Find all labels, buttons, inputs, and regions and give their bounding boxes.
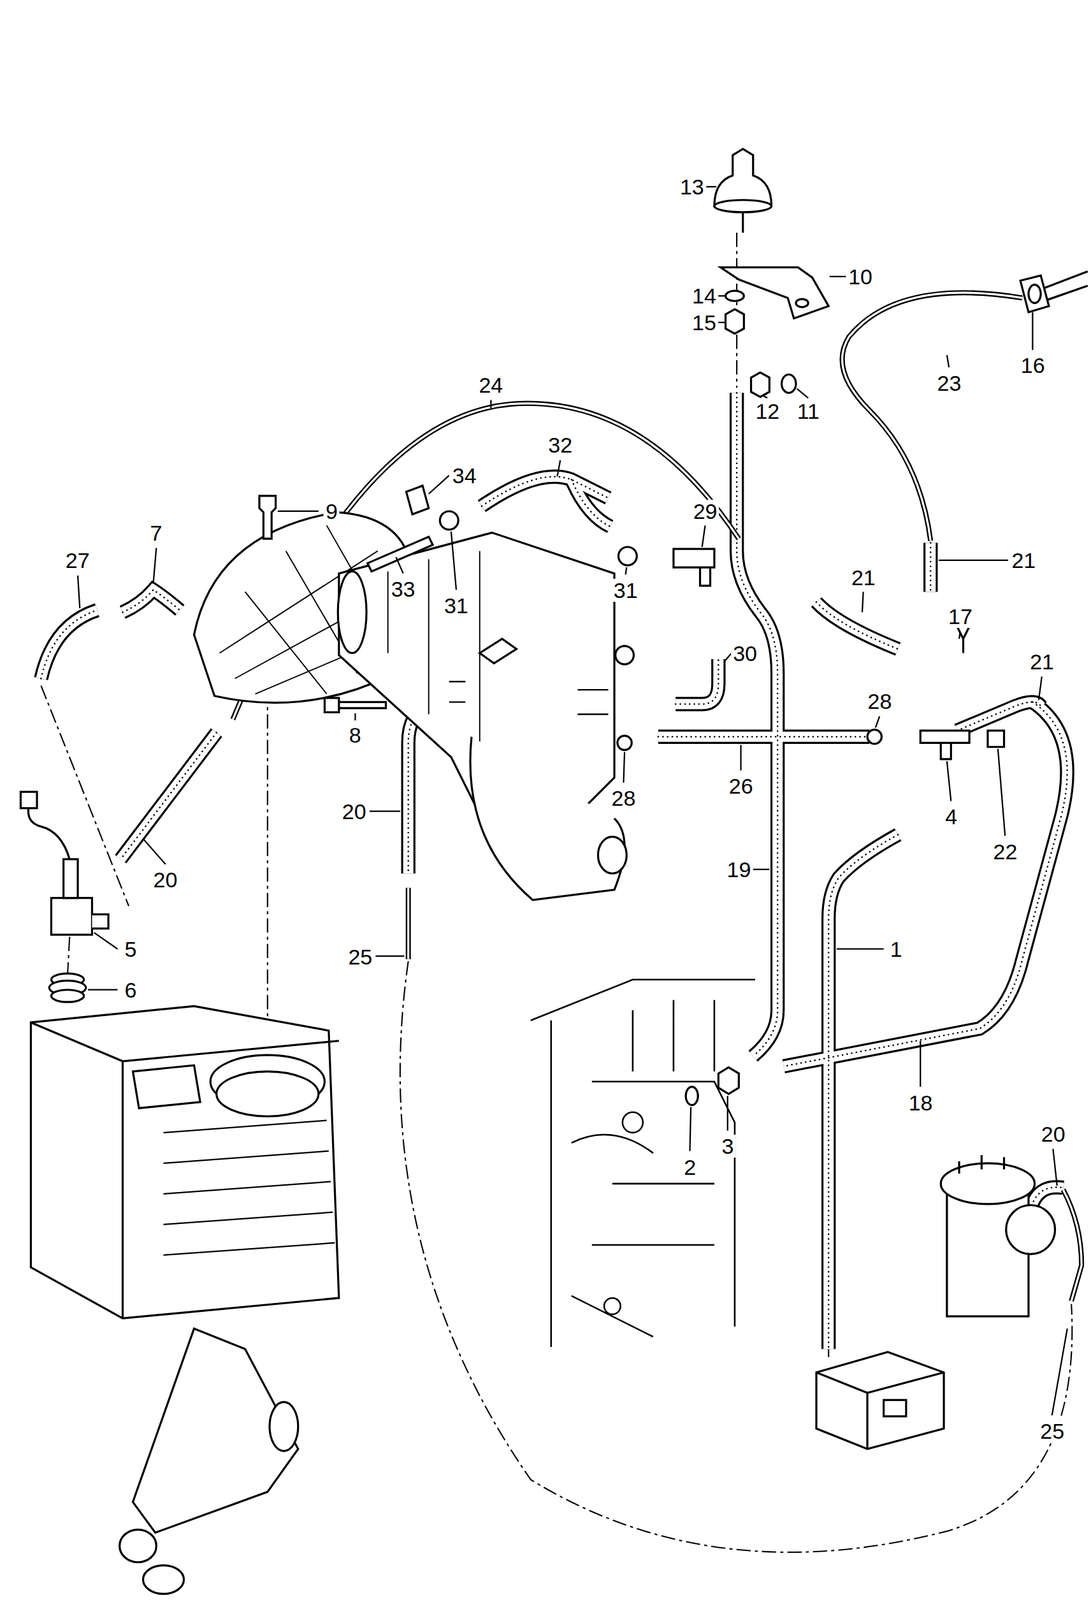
callout-number: 20 (151, 867, 180, 891)
callout-number: 21 (1027, 650, 1056, 673)
callout-number: 11 (795, 399, 822, 423)
callout-number: 23 (934, 371, 963, 395)
callout-number: 26 (727, 774, 756, 798)
callout-number: 29 (691, 499, 720, 523)
pump (816, 1351, 944, 1449)
callout-number: 8 (347, 723, 364, 747)
callout-number: 10 (846, 265, 875, 289)
capsule-13 (714, 149, 772, 233)
callout-number: 20 (1039, 1122, 1068, 1146)
callout-number: 28 (866, 689, 895, 713)
callout-number: 5 (122, 937, 139, 961)
bracket-10 (720, 267, 830, 397)
callout-number: 33 (389, 577, 418, 601)
intake-assembly (194, 512, 628, 900)
callout-number: 24 (476, 373, 505, 397)
leader-dashdot (40, 232, 1072, 1552)
callout-number: 22 (991, 839, 1020, 863)
callout-number: 27 (63, 548, 92, 572)
callout-number: 3 (719, 1134, 736, 1158)
callout-number: 12 (753, 399, 782, 423)
callout-number: 1 (888, 937, 905, 961)
callout-number: 25 (1038, 1419, 1067, 1443)
leader-lines (77, 186, 1068, 1415)
callout-number: 18 (906, 1091, 935, 1114)
callout-number: 25 (346, 945, 375, 969)
callout-number: 6 (122, 978, 139, 1002)
callout-number: 21 (1009, 548, 1038, 572)
callout-number: 16 (1018, 353, 1048, 377)
callout-number: 14 (690, 284, 719, 308)
engine-block (530, 979, 756, 1347)
valve-5 (20, 791, 109, 1002)
callout-number: 31 (611, 578, 640, 602)
callout-number: 2 (681, 1155, 698, 1179)
callout-number: 7 (148, 521, 165, 545)
thin-line-outline (232, 292, 1082, 1301)
callout-number: 9 (323, 499, 340, 523)
callout-number: 15 (690, 310, 719, 334)
callout-number: 30 (730, 641, 759, 665)
callout-number: 31 (442, 593, 471, 617)
grommet-16 (1020, 271, 1088, 313)
callout-number: 21 (849, 565, 878, 589)
callout-number: 13 (678, 175, 707, 199)
thin-line-fill (232, 292, 1082, 1301)
callout-number: 20 (340, 799, 369, 823)
callout-number: 19 (725, 857, 754, 881)
small-parts (259, 485, 1005, 1106)
callout-number: 32 (546, 433, 575, 457)
callout-number: 17 (946, 604, 975, 628)
callout-number: 34 (450, 463, 479, 487)
air-filter-housing (30, 1005, 339, 1594)
callout-number: 28 (609, 786, 638, 810)
distributor (940, 1154, 1055, 1316)
callout-number: 4 (943, 804, 960, 828)
